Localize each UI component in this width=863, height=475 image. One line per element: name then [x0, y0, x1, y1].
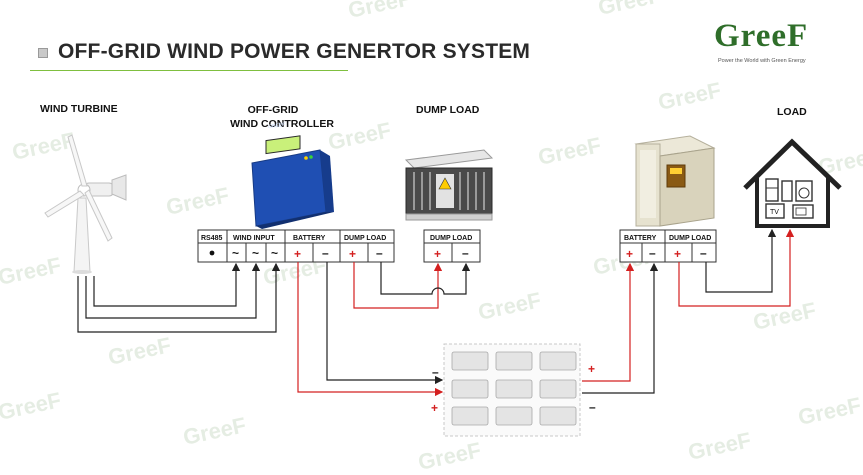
battery-plus-terminal: + [294, 247, 301, 261]
dump-load-plus: + [434, 247, 441, 261]
dump-load-header: DUMP LOAD [344, 235, 386, 242]
logo-wordmark: GreeF [714, 18, 809, 54]
inverter-battery-negative-wire [582, 262, 659, 394]
wind-terminal-1: ~ [232, 246, 239, 260]
watermark: GreeF [656, 77, 723, 115]
watermark: GreeF [326, 117, 393, 155]
watermark: GreeF [106, 332, 173, 370]
battery-bank-right-plus: + [588, 362, 595, 376]
wind-turbine-icon [44, 134, 127, 274]
rs485-header: RS485 [201, 235, 223, 242]
wind-terminal-3: ~ [271, 246, 278, 260]
brand-logo: GreeF Power the World with Green Energy [712, 18, 852, 68]
dump-load-minus: – [462, 246, 469, 260]
inverter-load-plus: + [674, 247, 681, 261]
inverter-load-minus: – [700, 246, 707, 260]
watermark: GreeF [346, 0, 413, 23]
battery-cell [539, 406, 577, 426]
dump-negative-wire [380, 262, 471, 295]
load-positive-wire [678, 228, 795, 307]
battery-minus-terminal: – [322, 246, 329, 260]
inverter-battery-header: BATTERY [624, 235, 657, 242]
dump-load-icon [404, 149, 494, 221]
battery-bank-left-minus: – [432, 365, 439, 379]
inverter-dump-load-header: DUMP LOAD [669, 235, 711, 242]
battery-bank-right-minus: – [589, 400, 596, 414]
wind-turbine-label: WIND TURBINE [40, 103, 118, 115]
title-underline [30, 70, 348, 71]
inverter-icon [634, 135, 716, 227]
controller-battery-negative-wire [326, 262, 444, 385]
title-bullet-icon [38, 48, 48, 58]
dump-positive-wire [353, 262, 443, 309]
wind-controller-icon: GREEF [251, 122, 334, 229]
inverter-battery-plus: + [626, 247, 633, 261]
watermark: GreeF [164, 182, 231, 220]
battery-cell [495, 406, 533, 426]
battery-bank-left-plus: + [431, 401, 438, 415]
battery-header: BATTERY [293, 235, 326, 242]
page-title: OFF-GRID WIND POWER GENERTOR SYSTEM [58, 40, 531, 63]
watermark: GreeF [0, 252, 63, 290]
dump-minus-terminal: – [376, 246, 383, 260]
watermark: GreeF [416, 437, 483, 475]
dump-load-terminal-block: DUMP LOAD + – [423, 229, 481, 263]
inverter-battery-minus: – [649, 246, 656, 260]
tv-icon [765, 203, 785, 219]
svg-text:GREEF: GREEF [268, 122, 285, 130]
battery-cell [495, 351, 533, 371]
load-label: LOAD [777, 106, 807, 118]
battery-cell [451, 406, 489, 426]
watermark: GreeF [10, 127, 77, 165]
controller-battery-positive-wire [297, 262, 444, 397]
watermark: GreeF [536, 132, 603, 170]
load-negative-wire [705, 228, 777, 293]
watermark: GreeF [796, 392, 863, 430]
battery-cell [451, 351, 489, 371]
tv-label: TV [770, 209, 779, 216]
wind-input-header: WIND INPUT [233, 235, 275, 242]
watermark: GreeF [0, 387, 63, 425]
wind-terminal-2: ~ [252, 246, 259, 260]
battery-cell [539, 351, 577, 371]
watermark: GreeF [476, 287, 543, 325]
battery-cell [495, 379, 533, 399]
rs485-port-icon [209, 250, 215, 256]
load-house-icon: TV [743, 138, 842, 228]
inverter-battery-positive-wire [582, 262, 635, 382]
watermark: GreeF [181, 412, 248, 450]
logo-tagline: Power the World with Green Energy [718, 58, 806, 64]
battery-cell [539, 379, 577, 399]
watermark: GreeF [686, 427, 753, 465]
controller-label-line2: WIND CONTROLLER [230, 118, 334, 130]
controller-terminal-block: RS485 WIND INPUT BATTERY DUMP LOAD ~ ~ ~… [197, 229, 395, 263]
battery-cell [451, 379, 489, 399]
turbine-wires [77, 262, 281, 333]
controller-label-line1: OFF-GRID [247, 104, 299, 116]
battery-bank: – + + – [431, 343, 596, 437]
watermark: GreeF [596, 0, 663, 20]
dump-plus-terminal: + [349, 247, 356, 261]
watermark: GreeF [751, 297, 818, 335]
dump-load-terminal-header: DUMP LOAD [430, 235, 472, 242]
dump-load-label: DUMP LOAD [416, 104, 480, 116]
inverter-terminal-block: BATTERY DUMP LOAD + – + – [619, 229, 717, 263]
fridge-icon [765, 178, 779, 202]
cabinet-icon [781, 180, 793, 202]
